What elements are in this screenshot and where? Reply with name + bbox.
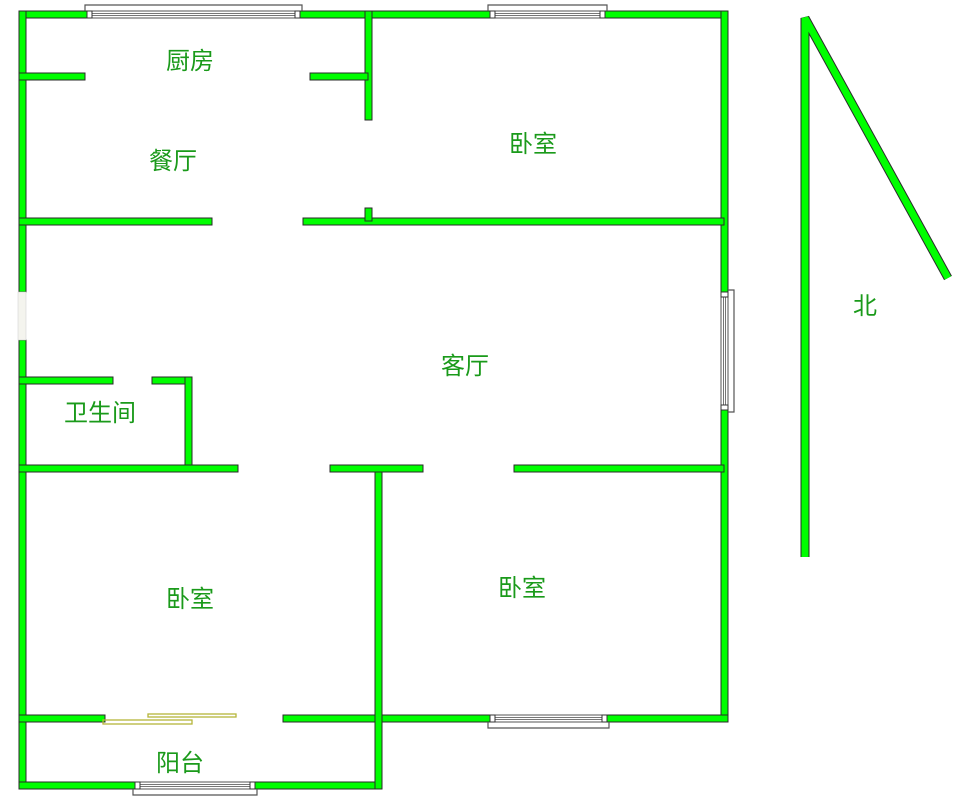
wall-segment xyxy=(720,10,729,293)
window xyxy=(487,4,608,19)
wall-segment xyxy=(18,10,88,19)
wall-segment xyxy=(282,714,491,723)
wall-segment xyxy=(18,72,86,81)
wall-segment xyxy=(309,72,369,81)
room-label-bedroom-se: 卧室 xyxy=(498,574,546,602)
wall-segment xyxy=(18,714,106,723)
wall-segment xyxy=(720,409,729,722)
wall-segment xyxy=(18,464,239,473)
room-label-bedroom-sw: 卧室 xyxy=(166,585,214,613)
window xyxy=(487,714,610,729)
window xyxy=(84,4,303,19)
wall-segment xyxy=(364,10,373,121)
wall-segment xyxy=(513,464,725,473)
wall-segment xyxy=(364,207,373,222)
room-label-dining: 餐厅 xyxy=(149,147,197,175)
wall-segment xyxy=(604,10,729,19)
window xyxy=(720,289,735,413)
left-opening xyxy=(17,291,27,341)
room-label-kitchen: 厨房 xyxy=(166,47,214,75)
wall-segment xyxy=(184,376,193,469)
window xyxy=(132,781,258,796)
sliding-door xyxy=(102,713,237,725)
windows xyxy=(84,4,735,796)
wall-segment xyxy=(18,10,27,293)
north-arrow xyxy=(800,15,952,557)
north-label: 北 xyxy=(853,292,877,320)
wall-segment xyxy=(606,714,729,723)
wall-segment xyxy=(374,467,383,790)
room-label-living: 客厅 xyxy=(441,352,489,380)
room-label-balcony: 阳台 xyxy=(156,749,204,777)
room-label-bathroom: 卫生间 xyxy=(64,399,136,427)
wall-segment xyxy=(254,781,382,790)
wall-segment xyxy=(302,217,725,226)
wall-segment xyxy=(18,781,136,790)
wall-segment xyxy=(18,217,213,226)
wall-segment xyxy=(329,464,424,473)
room-label-bedroom-ne: 卧室 xyxy=(509,130,557,158)
wall-segment xyxy=(18,376,114,385)
wall-segment xyxy=(299,10,491,19)
